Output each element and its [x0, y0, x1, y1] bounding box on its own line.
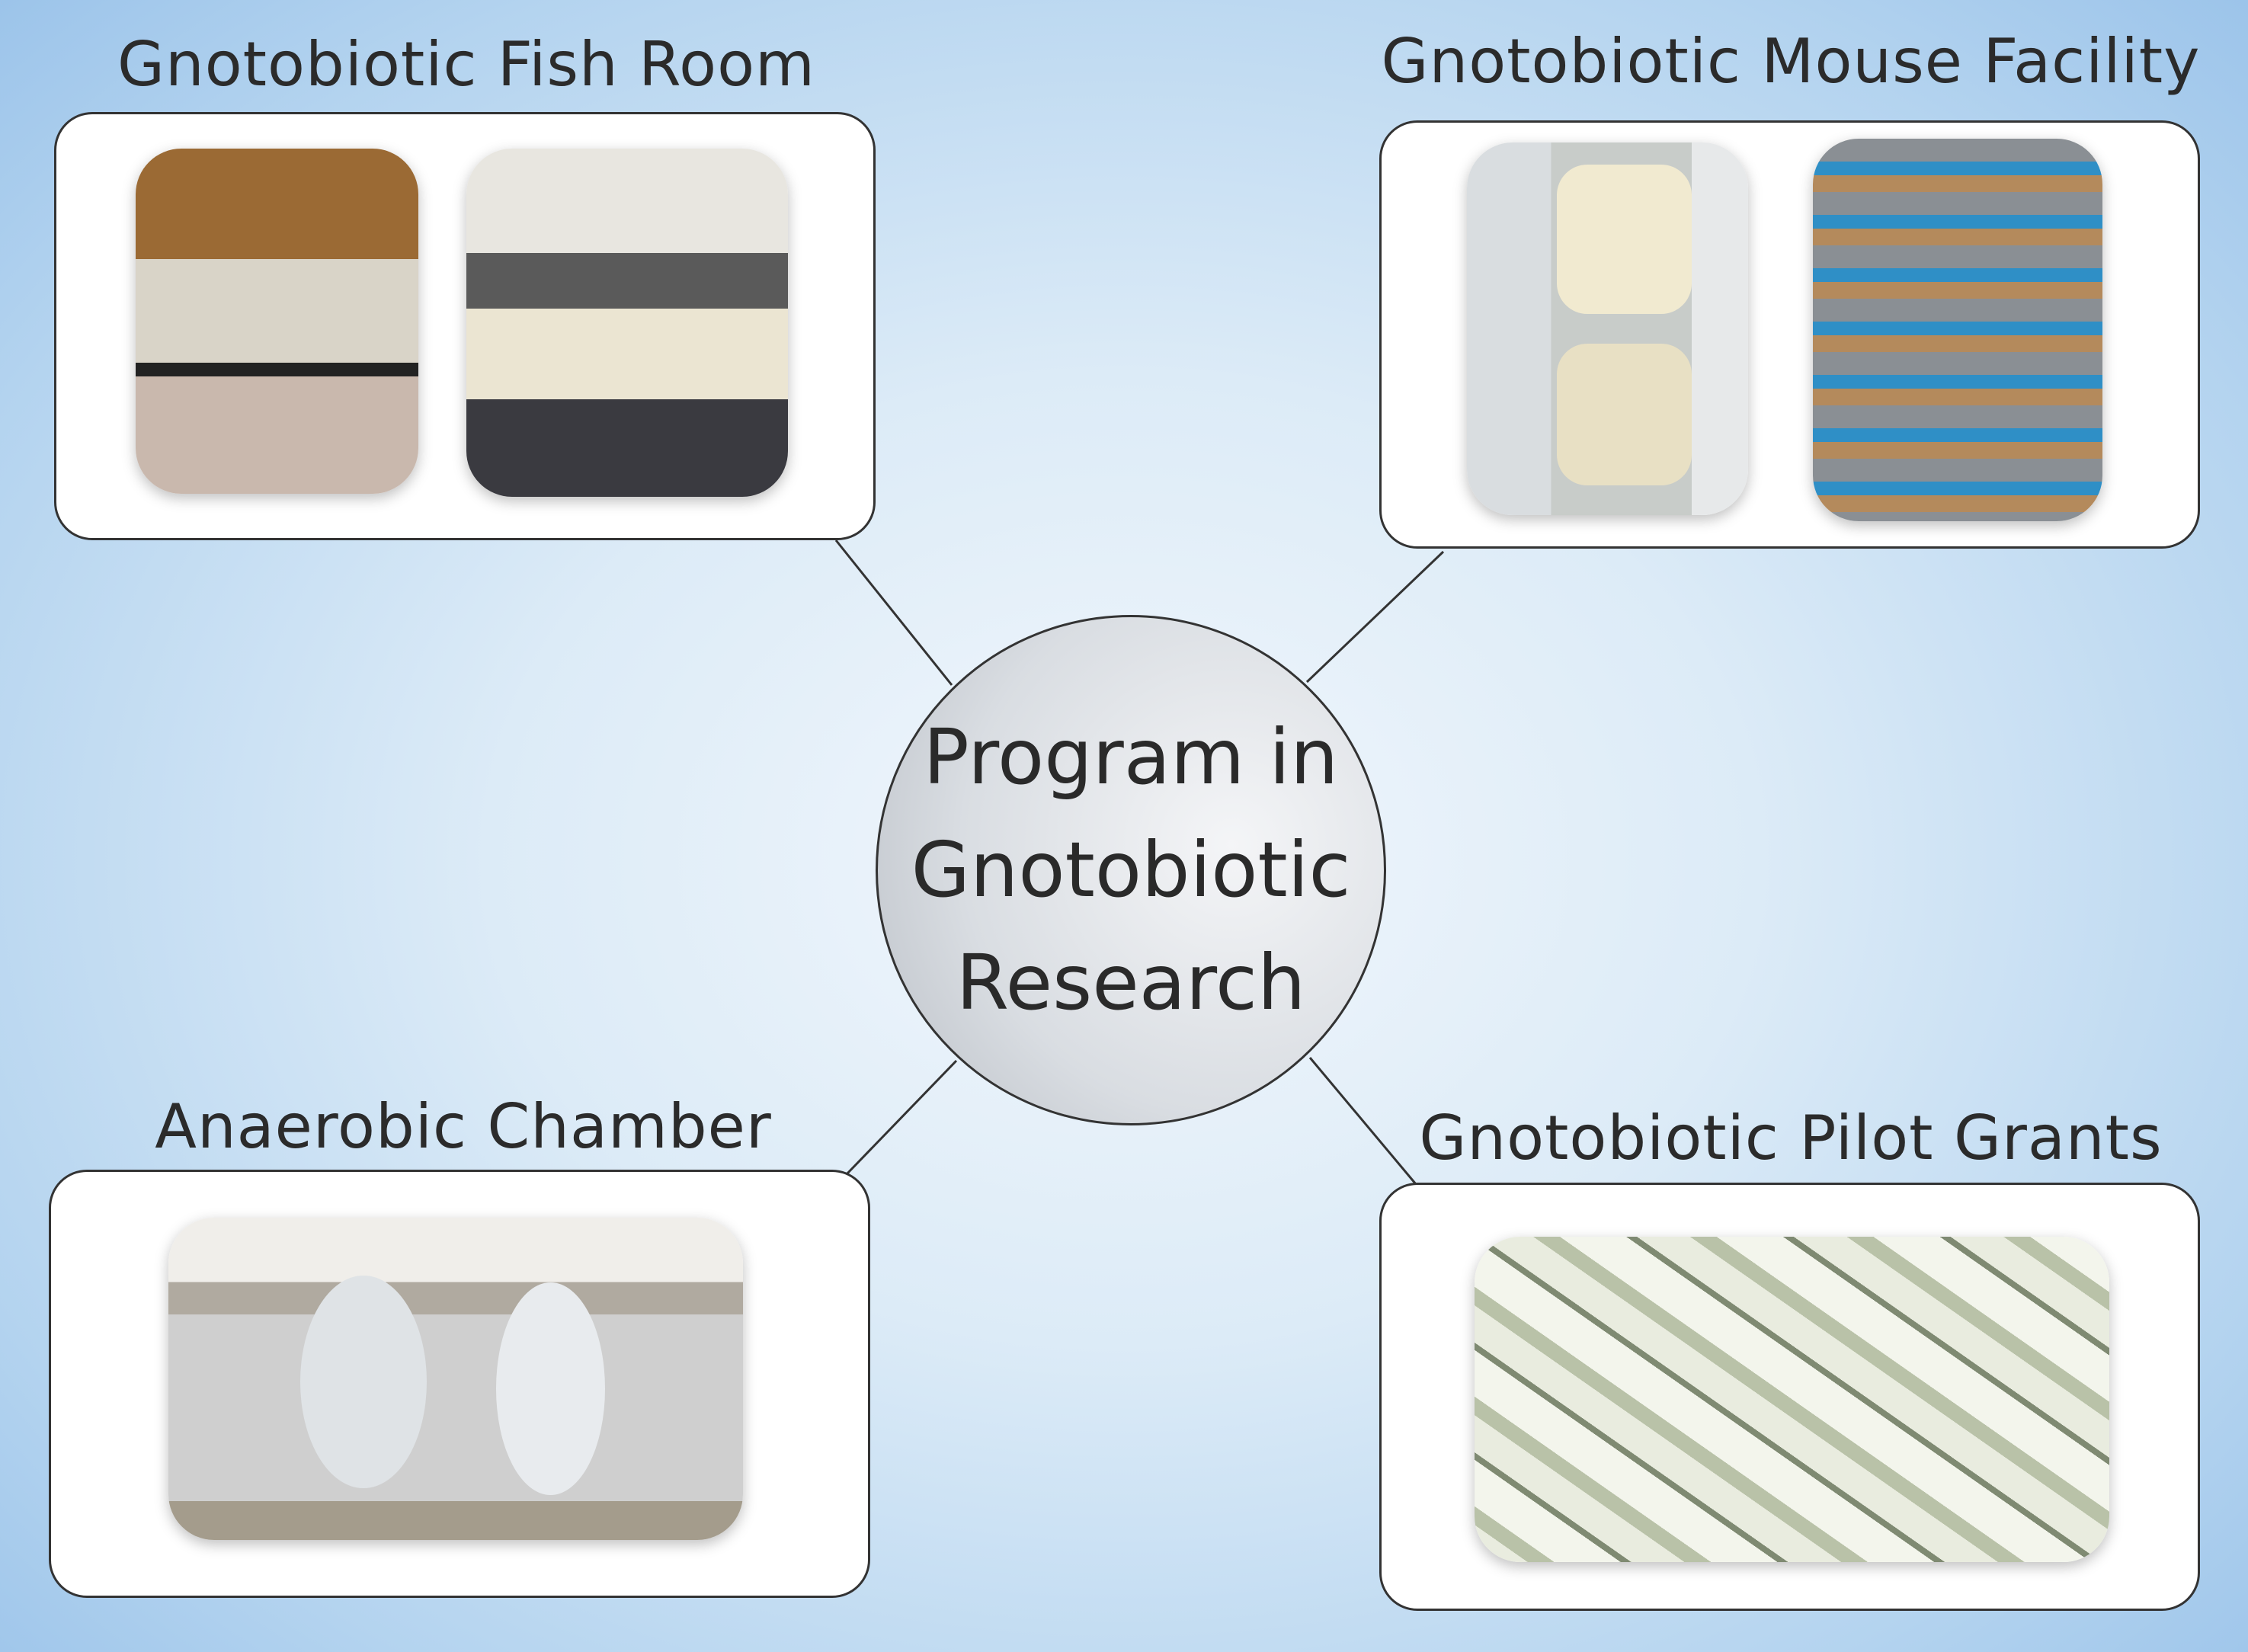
pilot-grants-title: Gnotobiotic Pilot Grants	[1419, 1103, 2163, 1173]
connector-mouse	[1305, 550, 1445, 684]
cage-rack-photo	[1813, 139, 2102, 521]
money-photo	[1475, 1237, 2109, 1562]
anaerobic-chamber-photo	[168, 1218, 743, 1540]
anaerobic-chamber-title: Anaerobic Chamber	[155, 1091, 772, 1162]
connector-anaerobic	[844, 1059, 958, 1177]
anaerobic-chamber-panel	[49, 1170, 870, 1598]
center-line-1: Program in	[923, 712, 1339, 802]
fish-room-title: Gnotobiotic Fish Room	[117, 29, 815, 100]
center-line-2: Gnotobiotic	[911, 825, 1351, 914]
connector-grants	[1308, 1057, 1417, 1185]
center-line-3: Research	[956, 938, 1306, 1027]
lab-room-photo	[136, 149, 418, 494]
fish-room-panel	[54, 112, 876, 540]
connector-fish	[834, 539, 953, 686]
mouse-facility-title: Gnotobiotic Mouse Facility	[1381, 26, 2201, 97]
isolator-photo	[1467, 142, 1748, 515]
biosafety-cabinet-photo	[466, 149, 788, 497]
mouse-facility-panel	[1379, 120, 2200, 549]
pilot-grants-panel	[1379, 1183, 2200, 1611]
